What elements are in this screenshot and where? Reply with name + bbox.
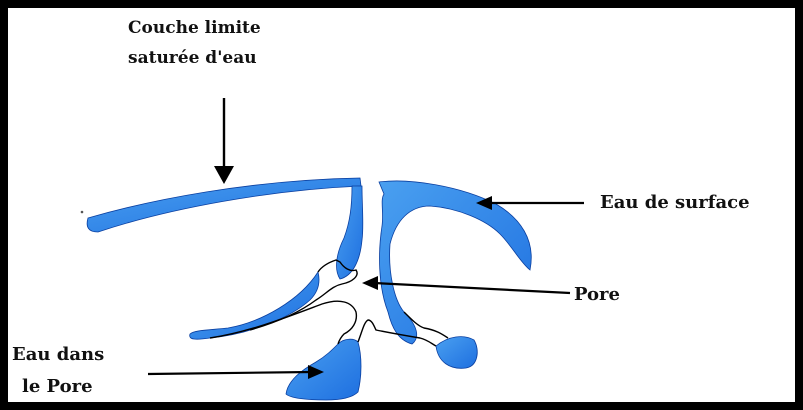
label-boundary-line2: saturée d'eau bbox=[128, 48, 257, 68]
pore-water-bottom-right-blob bbox=[436, 337, 477, 369]
arrow-boundary-layer bbox=[214, 98, 234, 184]
label-pore-water-line2: le Pore bbox=[22, 376, 93, 397]
soil-pore-diagram: Couche limite saturée d'eau Eau de surfa… bbox=[6, 6, 797, 404]
stray-dot bbox=[81, 211, 84, 214]
label-surface-water: Eau de surface bbox=[600, 192, 750, 213]
boundary-layer-left-band bbox=[87, 178, 361, 232]
surface-water-right-blob bbox=[379, 181, 531, 344]
label-pore: Pore bbox=[574, 284, 620, 305]
label-pore-water-line1: Eau dans bbox=[12, 344, 104, 365]
label-boundary-line1: Couche limite bbox=[128, 18, 261, 38]
diagram-frame: Couche limite saturée d'eau Eau de surfa… bbox=[6, 6, 797, 404]
pore-water-left-blob bbox=[337, 186, 363, 279]
pore-water-bottom-blob bbox=[286, 339, 361, 400]
